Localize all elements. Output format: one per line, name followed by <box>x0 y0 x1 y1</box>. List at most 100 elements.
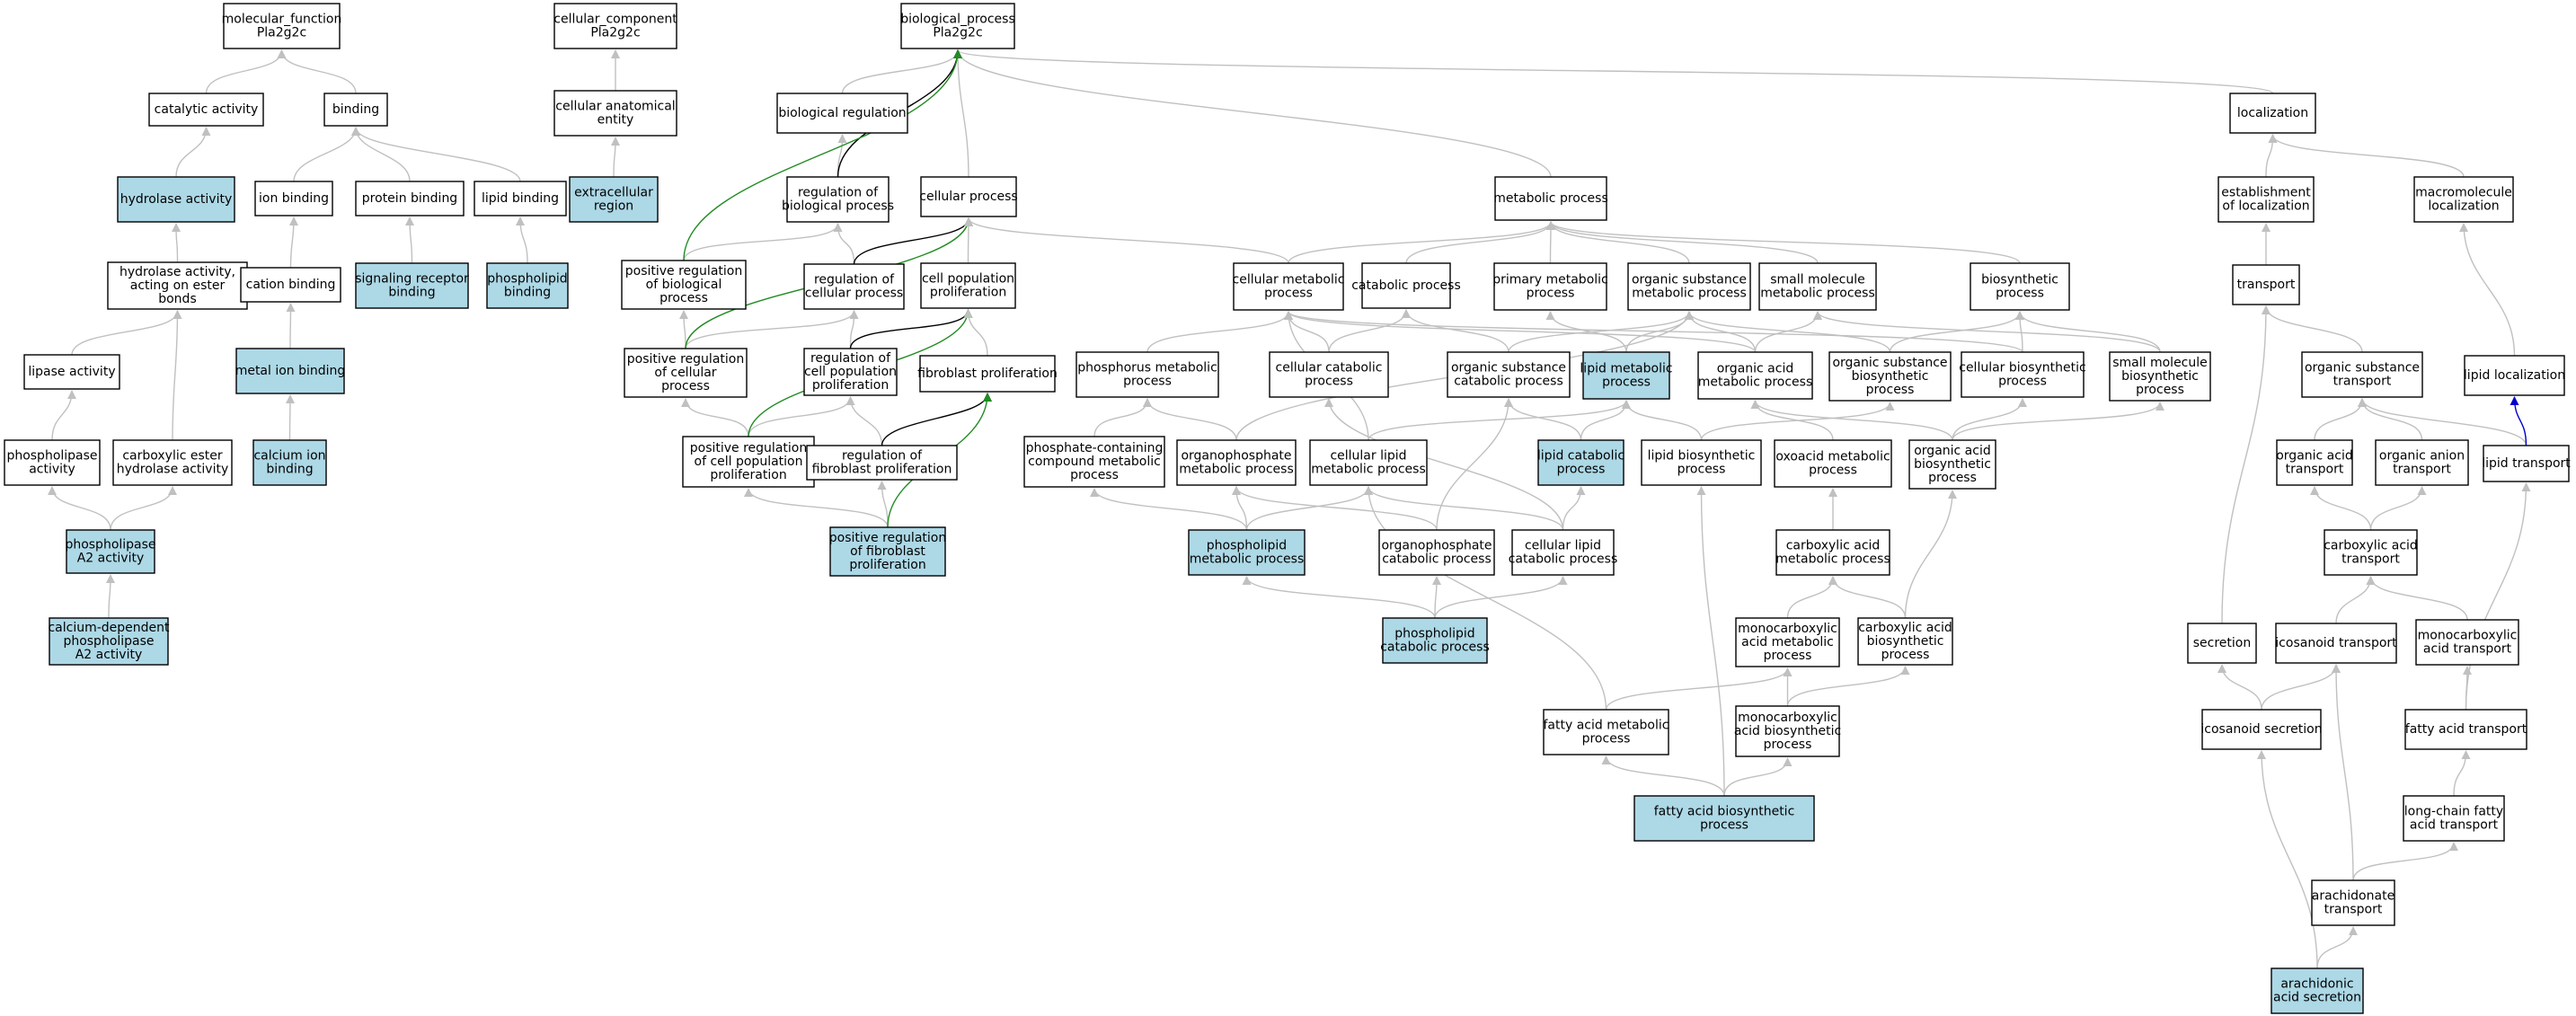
node-box <box>1697 351 1813 400</box>
node-icot[interactable]: icosanoid transport <box>2275 623 2397 664</box>
edge-prfp-prcpp <box>744 488 889 528</box>
edge-prfp-rfp <box>877 481 889 528</box>
node-catp[interactable]: catabolic process <box>1351 262 1461 309</box>
node-breg[interactable]: biological regulation <box>776 93 908 134</box>
edge-cat-mf <box>205 49 287 94</box>
edge-mcamp-camp <box>1786 576 1837 619</box>
node-icos[interactable]: icosanoid secretion <box>2200 709 2323 750</box>
node-lipb[interactable]: lipid binding <box>474 181 567 216</box>
node-ionb[interactable]: ion binding <box>254 181 333 216</box>
node-lipase[interactable]: lipase activity <box>23 354 120 390</box>
node-tr[interactable]: transport <box>2232 264 2300 305</box>
node-loc[interactable]: localization <box>2229 93 2316 134</box>
node-lt[interactable]: lipid transport <box>2482 445 2571 482</box>
node-lloc[interactable]: lipid localization <box>2464 355 2565 396</box>
edge-oscp-catp <box>1402 309 1509 353</box>
edge-icot-cat2 <box>2335 576 2376 624</box>
node-mp[interactable]: metabolic process <box>1493 176 1608 221</box>
node-fp[interactable]: fibroblast proliferation <box>917 355 1058 393</box>
node-cat[interactable]: catalytic activity <box>148 93 264 127</box>
node-box <box>2187 623 2257 664</box>
node-box <box>1447 351 1571 398</box>
node-cationb[interactable]: cation binding <box>240 267 341 303</box>
node-box <box>1176 439 1297 486</box>
node-label: phospholipase <box>65 538 155 552</box>
node-label: localization <box>2428 199 2499 214</box>
node-label: catabolic process <box>1351 278 1461 293</box>
node-box <box>624 348 748 398</box>
node-metalb[interactable]: metal ion binding <box>235 348 346 394</box>
node-hyd[interactable]: hydrolase activity <box>117 176 235 223</box>
node-cp[interactable]: cellular process <box>919 176 1018 217</box>
node-label: metabolic process <box>1179 463 1294 477</box>
node-bind[interactable]: binding <box>323 93 388 127</box>
node-sec[interactable]: secretion <box>2187 623 2257 664</box>
node-fat[interactable]: fatty acid transport <box>2404 709 2527 750</box>
node-protb[interactable]: protein binding <box>355 181 465 216</box>
node-label: signaling receptor <box>355 272 469 287</box>
